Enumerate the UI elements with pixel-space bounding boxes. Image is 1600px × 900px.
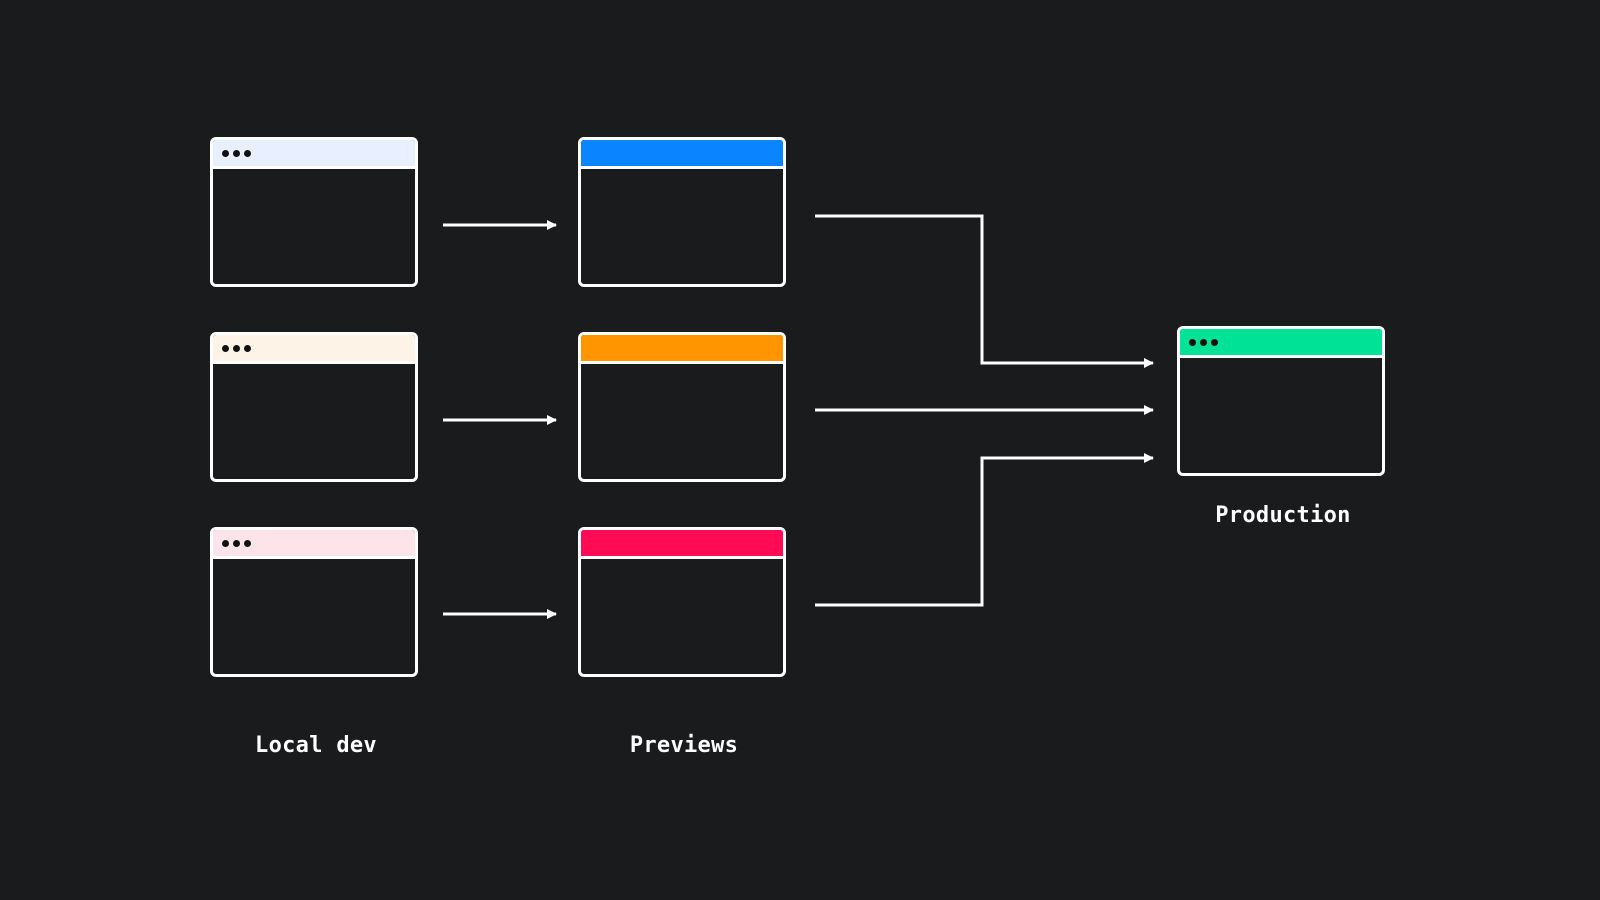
arrow-preview3-to-production xyxy=(815,452,1155,607)
production-window-titlebar xyxy=(1180,329,1382,358)
window-dot-icon xyxy=(233,344,240,352)
preview-window-3-titlebar xyxy=(581,530,783,559)
local-dev-window-1-titlebar xyxy=(213,140,415,169)
window-dot-icon xyxy=(222,344,229,352)
window-dot-icon xyxy=(1189,338,1196,346)
window-dot-icon xyxy=(222,539,229,547)
local-dev-window-3 xyxy=(210,527,418,677)
preview-window-3 xyxy=(578,527,786,677)
local-dev-window-2 xyxy=(210,332,418,482)
arrow-preview1-to-production xyxy=(815,214,1155,369)
window-dot-icon xyxy=(1211,338,1218,346)
local-dev-window-2-titlebar xyxy=(213,335,415,364)
window-dot-icon xyxy=(222,149,229,157)
window-dot-icon xyxy=(233,539,240,547)
preview-window-1-titlebar xyxy=(581,140,783,169)
production-window xyxy=(1177,326,1385,476)
local-dev-window-1 xyxy=(210,137,418,287)
preview-window-1 xyxy=(578,137,786,287)
local-dev-label: Local dev xyxy=(255,733,377,758)
window-dot-icon xyxy=(244,149,251,157)
production-label: Production xyxy=(1215,503,1351,528)
preview-window-2-titlebar xyxy=(581,335,783,364)
previews-label: Previews xyxy=(629,733,739,758)
preview-window-2 xyxy=(578,332,786,482)
window-dot-icon xyxy=(244,344,251,352)
window-dot-icon xyxy=(1200,338,1207,346)
window-dot-icon xyxy=(244,539,251,547)
window-dot-icon xyxy=(233,149,240,157)
local-dev-window-3-titlebar xyxy=(213,530,415,559)
